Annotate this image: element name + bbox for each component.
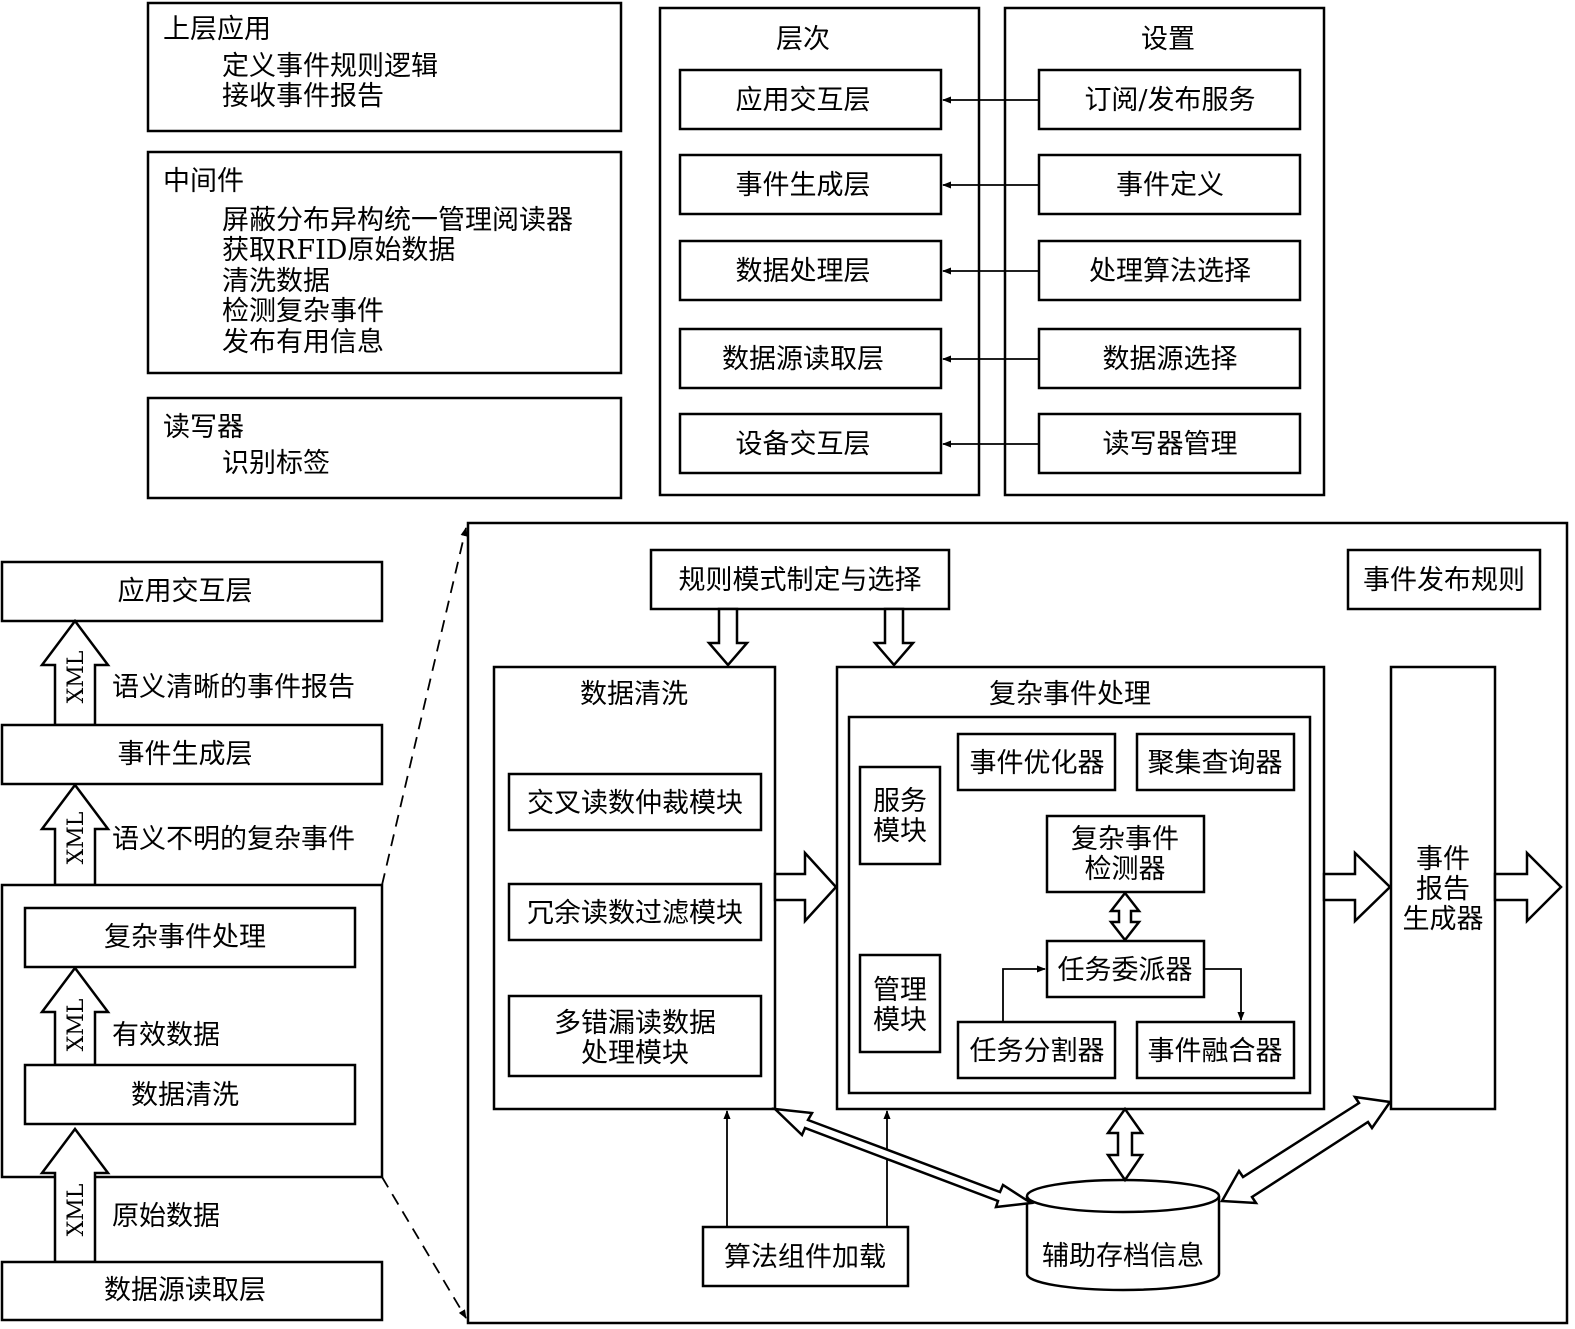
- service-module: 模块: [873, 816, 927, 847]
- setting-item: 事件定义: [1116, 170, 1224, 201]
- cleaning-module: 冗余读数过滤模块: [527, 898, 743, 929]
- aux-storage-label: 辅助存档信息: [1042, 1241, 1204, 1272]
- report-generator: 报告: [1416, 874, 1470, 905]
- settings-title: 设置: [1141, 24, 1195, 55]
- report-generator: 生成器: [1403, 904, 1484, 935]
- stack-flow-label: 语义清晰的事件报告: [112, 672, 355, 703]
- upper-app-title: 上层应用: [163, 14, 271, 45]
- layer-item: 数据源读取层: [722, 344, 884, 375]
- reader-item: 识别标签: [222, 448, 330, 479]
- xml-label: XML: [64, 1183, 89, 1236]
- xml-up-arrow: [39, 965, 111, 1067]
- double-arrow: [1105, 1106, 1145, 1183]
- xml-label: XML: [64, 998, 89, 1051]
- upper-app-item: 接收事件报告: [222, 81, 384, 112]
- overview-middleware: 中间件 屏蔽分布异构统一管理阅读器 获取RFID原始数据 清洗数据 检测复杂事件…: [146, 150, 623, 375]
- middleware-item: 屏蔽分布异构统一管理阅读器: [222, 205, 573, 236]
- cleaning-title: 数据清洗: [580, 679, 688, 710]
- setting-item: 处理算法选择: [1089, 256, 1251, 287]
- aggregate-query: 聚集查询器: [1148, 748, 1283, 779]
- stack-event-layer: 事件生成层: [118, 739, 253, 770]
- zoom-dashed-line: [381, 1176, 467, 1319]
- generator-storage-double-arrow: [1219, 1095, 1393, 1205]
- zoom-dashed-line: [381, 527, 468, 886]
- overview-reader: 读写器 识别标签: [146, 396, 623, 500]
- event-fusion: 事件融合器: [1148, 1036, 1283, 1067]
- settings-panel: 设置 订阅/发布服务 事件定义 处理算法选择 数据源选择 读写器管理: [1003, 6, 1326, 497]
- layers-panel: 层次 应用交互层 事件生成层 数据处理层 数据源读取层 设备交互层: [658, 6, 981, 497]
- xml-up-arrow: [39, 782, 111, 887]
- rule-down-arrow: [872, 607, 916, 667]
- stack-flow-label: 语义不明的复杂事件: [112, 824, 355, 855]
- manage-module: 模块: [873, 1005, 927, 1036]
- xml-label: XML: [64, 811, 89, 864]
- rule-mode-box: 规则模式制定与选择: [679, 565, 922, 596]
- stack-data-cleaning: 数据清洗: [131, 1080, 239, 1111]
- task-splitter: 任务分割器: [970, 1036, 1105, 1067]
- double-arrow: [1108, 890, 1142, 943]
- layer-item: 设备交互层: [736, 429, 871, 460]
- cep-detector: 复杂事件: [1071, 824, 1179, 855]
- xml-up-arrow: [39, 1126, 111, 1264]
- middleware-title: 中间件: [163, 166, 244, 197]
- splitter-to-dispatcher-arrow: [1002, 965, 1046, 1022]
- layer-item: 事件生成层: [736, 170, 871, 201]
- cep-detector: 检测器: [1085, 854, 1166, 885]
- flow-right-arrow: [773, 849, 838, 925]
- flow-right-arrow: [1322, 850, 1392, 924]
- cleaning-storage-double-arrow: [771, 1107, 1035, 1209]
- stack-app-layer: 应用交互层: [118, 576, 253, 607]
- stack-panel: 应用交互层 XML 语义清晰的事件报告 事件生成层 XML 语义不明的复杂事件 …: [0, 560, 384, 1322]
- overview-upper-app: 上层应用 定义事件规则逻辑 接收事件报告: [146, 1, 623, 133]
- stack-source-layer: 数据源读取层: [104, 1275, 266, 1306]
- cleaning-module: 交叉读数仲裁模块: [527, 788, 743, 819]
- setting-item: 数据源选择: [1103, 344, 1238, 375]
- publish-rule-box: 事件发布规则: [1363, 565, 1525, 596]
- detail-panel: 规则模式制定与选择 事件发布规则 数据清洗 交叉读数仲裁模块 冗余读数过滤模块 …: [466, 521, 1569, 1325]
- setting-item: 读写器管理: [1103, 429, 1238, 460]
- stack-complex-event: 复杂事件处理: [104, 922, 266, 953]
- aux-storage-cylinder: 辅助存档信息: [1025, 1178, 1221, 1292]
- reader-title: 读写器: [163, 412, 244, 443]
- settings-to-layers-arrows: [942, 96, 1039, 448]
- dispatcher-to-fusion-arrow: [1204, 968, 1245, 1021]
- multi-error-module: 多错漏读数据: [554, 1008, 716, 1039]
- middleware-item: 清洗数据: [222, 266, 330, 297]
- xml-label: XML: [64, 650, 89, 703]
- multi-error-module: 处理模块: [581, 1038, 689, 1069]
- setting-item: 订阅/发布服务: [1084, 85, 1255, 116]
- report-generator: 事件: [1416, 844, 1470, 875]
- stack-flow-label: 有效数据: [112, 1020, 220, 1051]
- stack-flow-label: 原始数据: [112, 1201, 220, 1232]
- event-optimizer: 事件优化器: [970, 748, 1105, 779]
- middleware-item: 获取RFID原始数据: [222, 235, 455, 266]
- cep-title: 复杂事件处理: [989, 679, 1151, 710]
- middleware-item: 发布有用信息: [222, 327, 384, 358]
- algo-loading: 算法组件加载: [724, 1242, 886, 1273]
- middleware-item: 检测复杂事件: [222, 296, 384, 327]
- layers-title: 层次: [776, 24, 830, 55]
- rule-down-arrow: [706, 607, 750, 667]
- xml-up-arrow: [39, 618, 111, 727]
- service-module: 服务: [873, 786, 927, 817]
- layer-item: 应用交互层: [736, 85, 871, 116]
- upper-app-item: 定义事件规则逻辑: [222, 51, 438, 82]
- manage-module: 管理: [873, 975, 927, 1006]
- output-right-arrow: [1493, 849, 1563, 925]
- task-dispatcher: 任务委派器: [1058, 955, 1193, 986]
- layer-item: 数据处理层: [736, 256, 871, 287]
